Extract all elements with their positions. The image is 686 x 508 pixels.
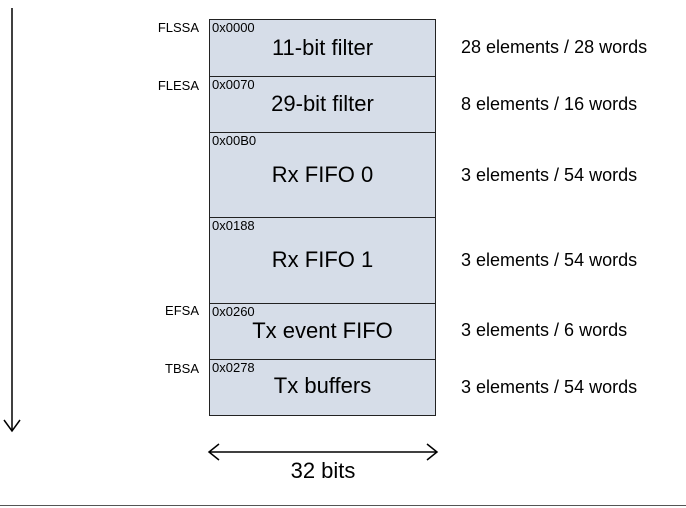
memory-block-rx-fifo-1: 0x0188 Rx FIFO 1 (209, 217, 436, 304)
bottom-divider (0, 505, 686, 506)
register-label-efsa: EFSA (165, 303, 199, 318)
block-address: 0x0260 (212, 304, 255, 319)
register-label-flssa: FLSSA (157, 20, 199, 35)
block-name: Tx buffers (273, 373, 372, 398)
block-name: 11-bit filter (271, 35, 374, 60)
width-arrow (207, 443, 439, 461)
address-direction-arrow (3, 8, 21, 433)
memory-block-tx-buffers: 0x0278 Tx buffers (209, 359, 436, 416)
block-address: 0x0000 (212, 20, 255, 35)
register-label-tbsa: TBSA (165, 361, 199, 376)
block-name: Tx event FIFO (252, 318, 393, 343)
block-address: 0x0278 (212, 360, 255, 375)
size-label-29bit-filter: 8 elements / 16 words (461, 94, 638, 114)
memory-block-tx-event-fifo: 0x0260 Tx event FIFO (209, 303, 436, 360)
block-address: 0x00B0 (212, 133, 257, 148)
block-address: 0x0070 (212, 77, 255, 92)
size-label-tx-buffers: 3 elements / 54 words (461, 377, 638, 397)
block-name: 29-bit filter (271, 91, 374, 116)
size-label-rx-fifo-1: 3 elements / 54 words (461, 250, 638, 270)
block-address: 0x0188 (212, 218, 255, 233)
block-name: Rx FIFO 1 (271, 247, 374, 272)
memory-block-29bit-filter: 0x0070 29-bit filter (209, 76, 436, 133)
block-name: Rx FIFO 0 (271, 162, 374, 187)
width-label: 32 bits (290, 458, 356, 483)
register-label-flesa: FLESA (157, 78, 199, 93)
size-label-rx-fifo-0: 3 elements / 54 words (461, 165, 638, 185)
size-label-11bit-filter: 28 elements / 28 words (461, 37, 648, 57)
memory-block-11bit-filter: 0x0000 11-bit filter (209, 19, 436, 77)
size-label-tx-event-fifo: 3 elements / 6 words (461, 320, 628, 340)
memory-block-rx-fifo-0: 0x00B0 Rx FIFO 0 (209, 132, 436, 218)
